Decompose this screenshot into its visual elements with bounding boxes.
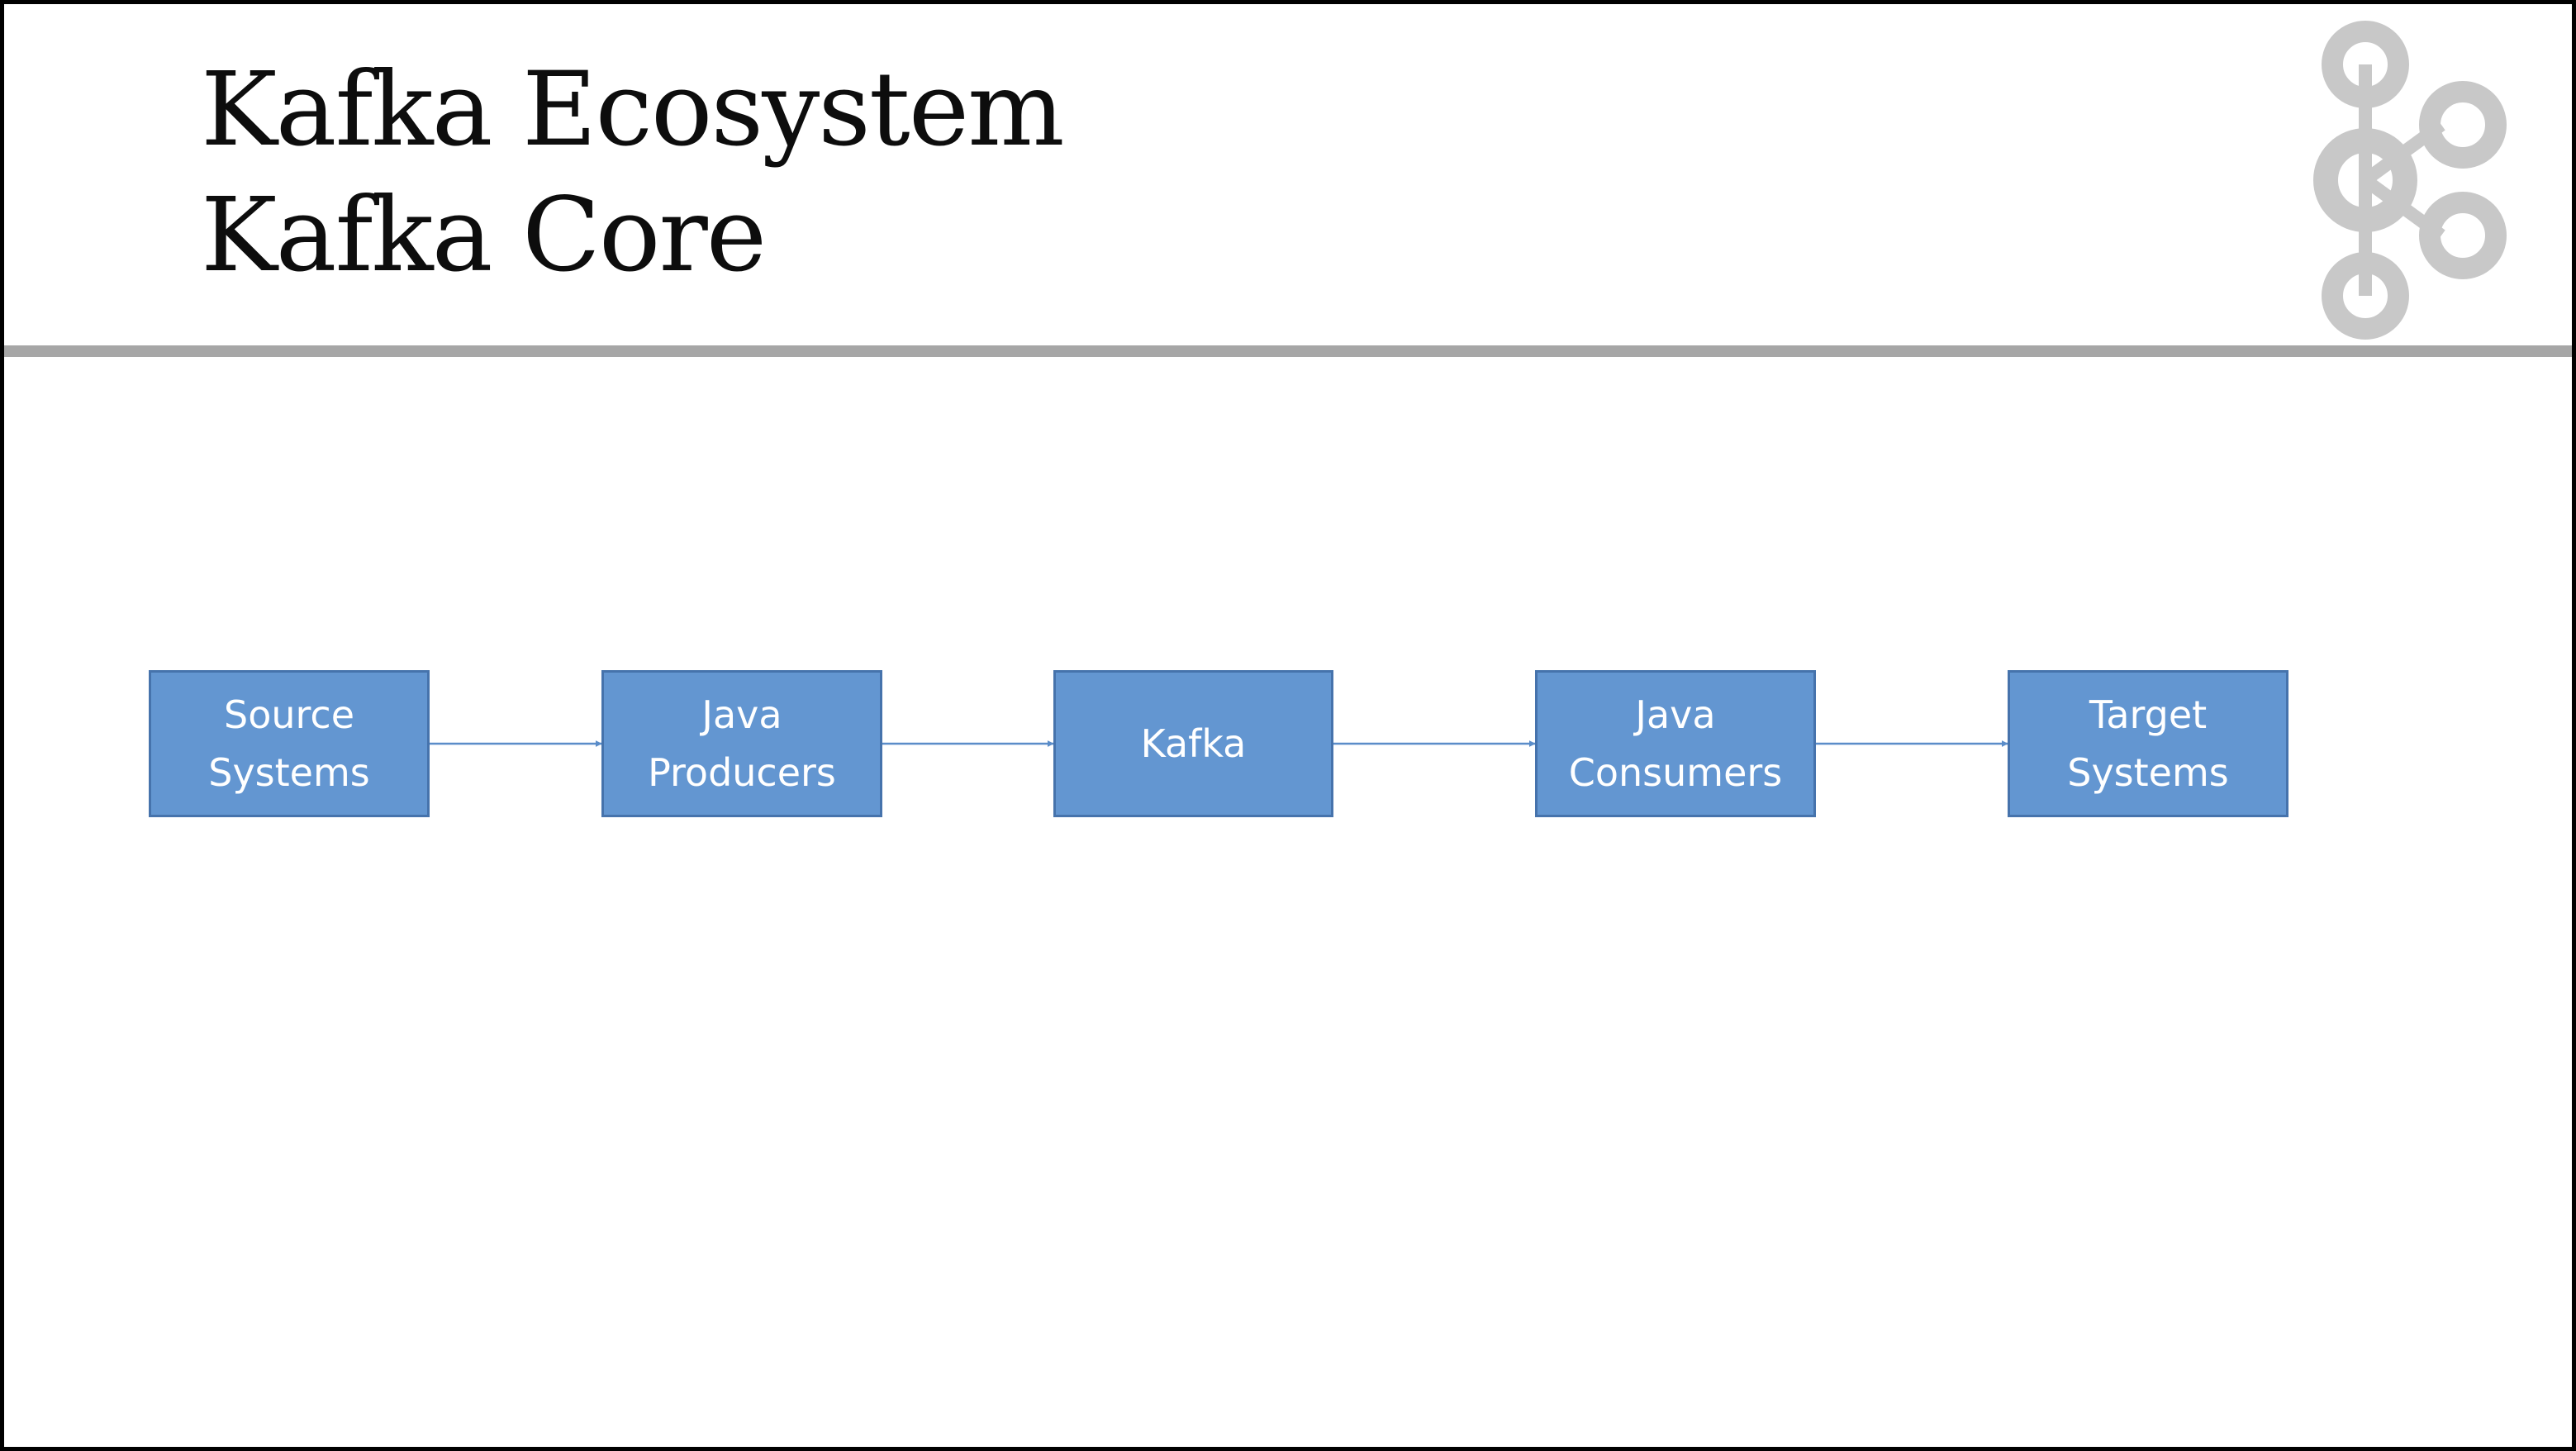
node-java-consumers-line-2: Consumers — [1568, 750, 1783, 795]
node-source-systems-line-2: Systems — [208, 750, 370, 795]
node-source-systems-line-1: Source — [224, 692, 354, 737]
node-target-systems-line-2: Systems — [2067, 750, 2229, 795]
node-kafka-line-1: Kafka — [1140, 721, 1247, 766]
node-source-systems: Source Systems — [149, 670, 430, 817]
flow-diagram-edges — [430, 740, 2008, 747]
kafka-logo-icon — [2313, 21, 2507, 340]
slide: Kafka Ecosystem Kafka Core Source System — [4, 4, 2572, 1447]
slide-title-line-1: Kafka Ecosystem — [201, 50, 1065, 169]
node-java-consumers-line-1: Java — [1635, 692, 1716, 737]
node-java-producers-line-1: Java — [701, 692, 782, 737]
node-target-systems-line-1: Target — [2089, 692, 2208, 737]
node-java-producers: Java Producers — [601, 670, 882, 817]
node-java-consumers: Java Consumers — [1535, 670, 1816, 817]
header-divider — [4, 345, 2572, 357]
node-kafka: Kafka — [1053, 670, 1333, 817]
node-java-producers-line-2: Producers — [648, 750, 836, 795]
node-target-systems: Target Systems — [2008, 670, 2288, 817]
slide-title-line-2: Kafka Core — [201, 176, 767, 295]
